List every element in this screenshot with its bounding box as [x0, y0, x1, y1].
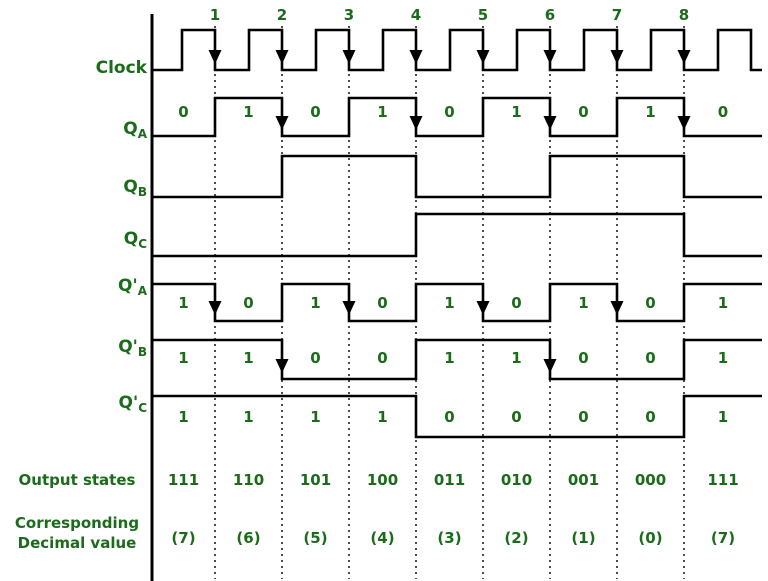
- pulse-number: 6: [545, 6, 555, 24]
- falling-edge-arrow: [476, 50, 490, 64]
- bit-value-qa: 0: [578, 103, 588, 121]
- bit-value-qc_bar: 1: [718, 408, 728, 426]
- pulse-number: 1: [210, 6, 220, 24]
- falling-edge-arrow: [677, 116, 691, 130]
- falling-edge-arrow: [275, 116, 289, 130]
- bit-value-qa: 1: [645, 103, 655, 121]
- signal-label-qa_bar: Q'A: [118, 276, 148, 298]
- signal-label-qb: QB: [123, 177, 147, 199]
- decimal-value: (0): [638, 529, 662, 547]
- bit-value-qa: 0: [718, 103, 728, 121]
- falling-edge-arrow: [275, 359, 289, 373]
- decimal-value: (2): [504, 529, 528, 547]
- falling-edge-arrow: [208, 301, 222, 315]
- falling-edge-arrow: [208, 50, 222, 64]
- output-state-value: 101: [300, 471, 331, 489]
- signal-label-qc_bar: Q'C: [119, 393, 148, 415]
- decimal-value: (5): [303, 529, 327, 547]
- bit-value-qb_bar: 1: [718, 349, 728, 367]
- bit-value-qb_bar: 1: [178, 349, 188, 367]
- falling-edge-arrow: [543, 50, 557, 64]
- bit-value-qa_bar: 1: [718, 294, 728, 312]
- falling-edge-arrow: [543, 116, 557, 130]
- signal-label-qb_bar: Q'B: [118, 337, 147, 359]
- waveform-qb: [152, 154, 762, 199]
- decimal-value: (1): [571, 529, 595, 547]
- bit-value-qa: 1: [377, 103, 387, 121]
- decimal-value: (7): [171, 529, 195, 547]
- falling-edge-arrow: [342, 301, 356, 315]
- waveform-qa: [152, 96, 762, 138]
- bit-value-qa: 0: [310, 103, 320, 121]
- bit-value-qc_bar: 1: [178, 408, 188, 426]
- bit-value-qa: 1: [511, 103, 521, 121]
- bit-value-qc_bar: 0: [511, 408, 521, 426]
- falling-edge-arrow: [342, 50, 356, 64]
- bit-value-qa: 1: [243, 103, 253, 121]
- pulse-number: 4: [411, 6, 421, 24]
- falling-edge-arrow: [610, 50, 624, 64]
- waveform-qa_bar: [152, 282, 762, 323]
- pulse-number: 5: [478, 6, 488, 24]
- pulse-number: 7: [612, 6, 622, 24]
- output-state-value: 110: [233, 471, 264, 489]
- falling-edge-arrow: [275, 50, 289, 64]
- pulse-number: 8: [679, 6, 689, 24]
- falling-edge-arrow: [543, 359, 557, 373]
- decimal-value: (3): [437, 529, 461, 547]
- decimal-value: (7): [711, 529, 735, 547]
- bit-value-qc_bar: 1: [310, 408, 320, 426]
- bit-value-qc_bar: 0: [444, 408, 454, 426]
- pulse-number: 2: [277, 6, 287, 24]
- bit-value-qa_bar: 1: [444, 294, 454, 312]
- falling-edge-arrow: [677, 50, 691, 64]
- bit-value-qa_bar: 1: [178, 294, 188, 312]
- bit-value-qa_bar: 1: [578, 294, 588, 312]
- decimal-value-label: Corresponding Decimal value: [14, 514, 140, 552]
- decimal-value: (6): [236, 529, 260, 547]
- falling-edge-arrow: [476, 301, 490, 315]
- output-state-value: 011: [434, 471, 465, 489]
- bit-value-qb_bar: 1: [243, 349, 253, 367]
- bit-value-qb_bar: 0: [377, 349, 387, 367]
- bit-value-qa: 0: [444, 103, 454, 121]
- output-state-value: 001: [568, 471, 599, 489]
- bit-value-qa_bar: 0: [243, 294, 253, 312]
- bit-value-qb_bar: 1: [511, 349, 521, 367]
- bit-value-qa_bar: 0: [377, 294, 387, 312]
- waveform-qc_bar: [152, 394, 762, 439]
- signal-label-qc: QC: [124, 229, 147, 251]
- output-state-value: 010: [501, 471, 532, 489]
- output-state-value: 000: [635, 471, 666, 489]
- falling-edge-arrow: [610, 301, 624, 315]
- output-state-value: 111: [168, 471, 199, 489]
- output-states-label: Output states: [18, 471, 136, 489]
- bit-value-qc_bar: 1: [377, 408, 387, 426]
- bit-value-qa: 0: [178, 103, 188, 121]
- bit-value-qa_bar: 0: [645, 294, 655, 312]
- bit-value-qc_bar: 0: [645, 408, 655, 426]
- pulse-number: 3: [344, 6, 354, 24]
- signal-label-clock: Clock: [96, 58, 148, 78]
- decimal-value: (4): [370, 529, 394, 547]
- bit-value-qc_bar: 1: [243, 408, 253, 426]
- falling-edge-arrow: [409, 50, 423, 64]
- bit-value-qb_bar: 1: [444, 349, 454, 367]
- bit-value-qb_bar: 0: [645, 349, 655, 367]
- output-state-value: 100: [367, 471, 398, 489]
- waveform-qc: [152, 212, 762, 258]
- bit-value-qa_bar: 0: [511, 294, 521, 312]
- waveform-clock: [152, 28, 762, 72]
- bit-value-qc_bar: 0: [578, 408, 588, 426]
- bit-value-qb_bar: 0: [310, 349, 320, 367]
- output-state-value: 111: [707, 471, 738, 489]
- bit-value-qb_bar: 0: [578, 349, 588, 367]
- falling-edge-arrow: [409, 116, 423, 130]
- signal-label-qa: QA: [123, 119, 147, 141]
- bit-value-qa_bar: 1: [310, 294, 320, 312]
